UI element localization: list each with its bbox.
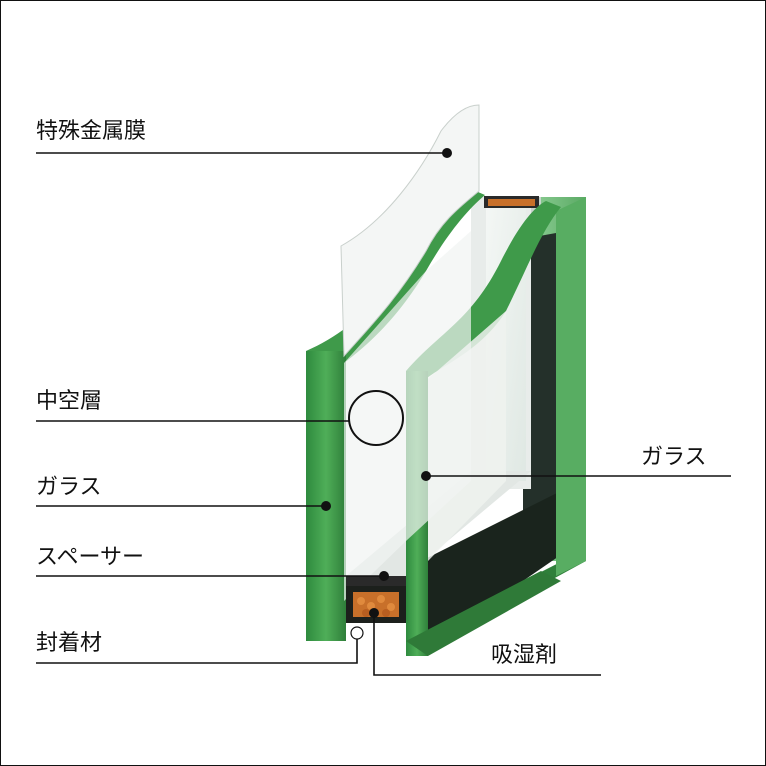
label-spacer: スペーサー	[36, 545, 145, 570]
leader-dots	[321, 148, 452, 618]
label-sealant: 封着材	[36, 631, 103, 656]
label-air-layer: 中空層	[36, 389, 103, 414]
label-desiccant: 吸湿剤	[491, 643, 558, 668]
label-glass-right: ガラス	[641, 445, 707, 470]
label-metal-film: 特殊金属膜	[36, 119, 147, 144]
metal-film-sheet	[340, 104, 480, 358]
air-layer-marker	[348, 390, 404, 446]
leader-lines	[36, 152, 731, 676]
label-glass-left: ガラス	[36, 475, 102, 500]
sealant-marker	[350, 626, 364, 640]
